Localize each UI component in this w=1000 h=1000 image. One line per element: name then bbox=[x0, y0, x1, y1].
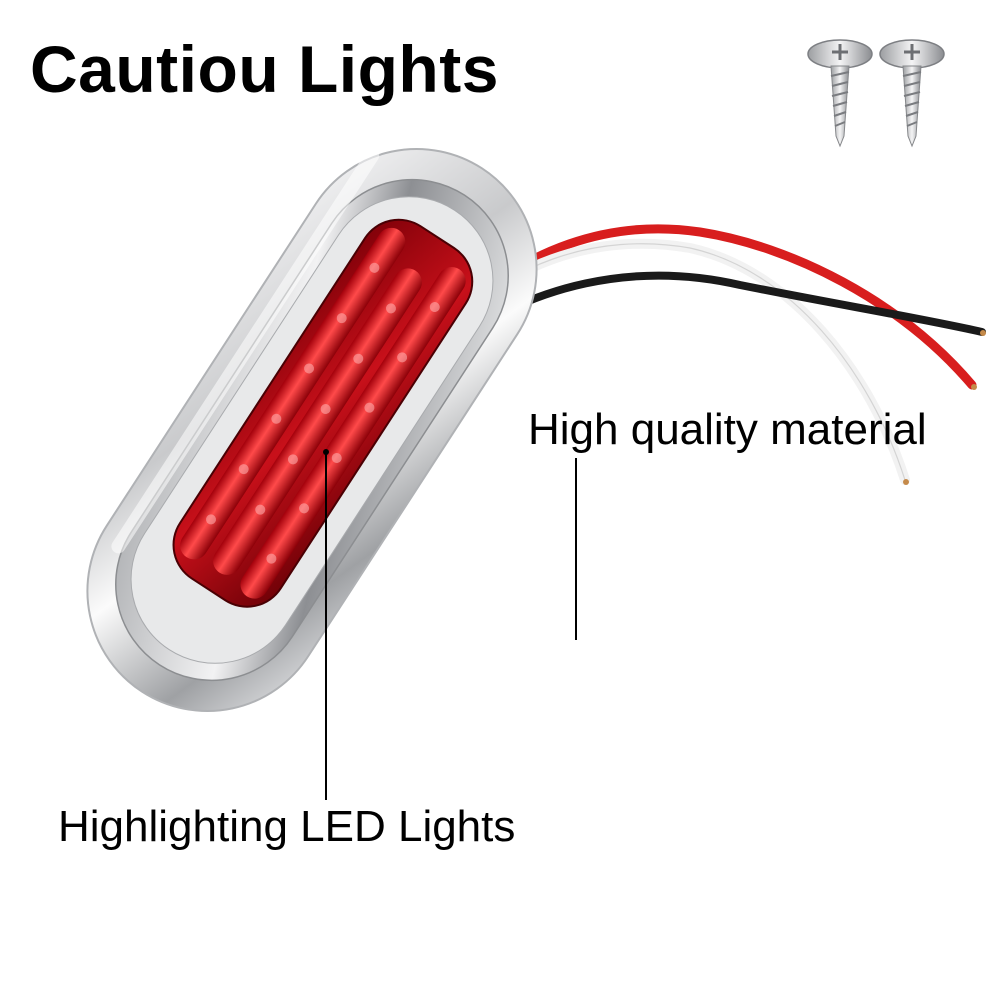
led-bar bbox=[180, 227, 406, 560]
screw-icon bbox=[879, 39, 945, 148]
callout-led: Highlighting LED Lights bbox=[58, 802, 516, 851]
led-bar bbox=[213, 268, 422, 575]
screw-icon bbox=[807, 39, 873, 148]
led-marker-light bbox=[86, 147, 538, 713]
callout-material: High quality material bbox=[528, 405, 927, 454]
page-title: Cautiou Lights bbox=[30, 32, 499, 106]
led-bar bbox=[240, 267, 466, 599]
